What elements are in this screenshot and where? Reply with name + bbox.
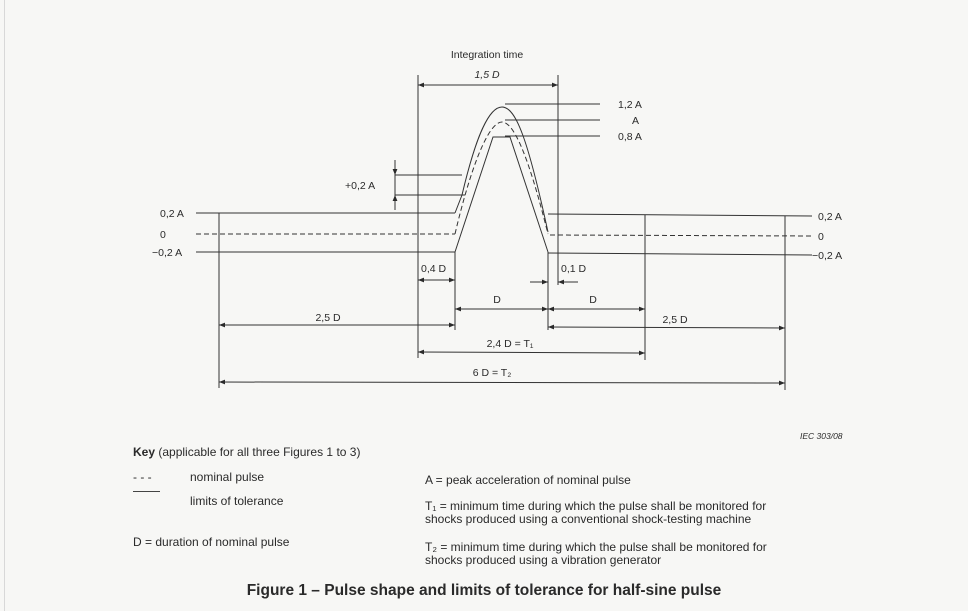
limits-label: limits of tolerance xyxy=(190,494,284,508)
lower-tolerance-right xyxy=(547,252,813,256)
key-title-rest: (applicable for all three Figures 1 to 3… xyxy=(155,445,361,459)
dim-1-5d: 1,5 D xyxy=(474,69,500,81)
dim-d-right: D xyxy=(589,294,597,306)
solid-line-symbol xyxy=(133,491,160,492)
iec-reference: IEC 303/08 xyxy=(800,431,843,441)
plus-0-2a-label: +0,2 A xyxy=(345,180,375,192)
left-zero: 0 xyxy=(160,229,166,241)
right-0-2a: 0,2 A xyxy=(818,211,842,223)
pulse-diagram: Integration time 1,5 D 1,2 A A 0,8 A +0,… xyxy=(152,49,842,390)
level-1-2a: 1,2 A xyxy=(618,99,642,111)
dim-t1: 2,4 D = T₁ xyxy=(487,338,534,350)
dash-symbol: - - - xyxy=(133,470,152,484)
dim-2-5d-left: 2,5 D xyxy=(315,312,341,324)
t2-definition-1: T₂ = minimum time during which the pulse… xyxy=(425,540,767,554)
figure-caption: Figure 1 – Pulse shape and limits of tol… xyxy=(246,582,722,599)
upper-limit-curve xyxy=(454,106,549,233)
t1-definition-1: T₁ = minimum time during which the pulse… xyxy=(425,499,767,513)
t2-definition-2: shocks produced using a vibration genera… xyxy=(425,553,662,567)
left-0-2a: 0,2 A xyxy=(160,208,184,220)
lower-limit-curve xyxy=(454,136,549,253)
dim-2-5d-right: 2,5 D xyxy=(662,314,688,326)
right-zero: 0 xyxy=(818,231,824,243)
level-a: A xyxy=(632,115,639,127)
upper-tolerance-right xyxy=(547,213,813,217)
d-definition: D = duration of nominal pulse xyxy=(133,535,290,549)
level-0-8a: 0,8 A xyxy=(618,131,642,143)
t1-definition-2: shocks produced using a conventional sho… xyxy=(425,512,752,526)
a-definition: A = peak acceleration of nominal pulse xyxy=(425,473,631,487)
integration-time-label: Integration time xyxy=(451,49,524,61)
dim-t2: 6 D = T₂ xyxy=(473,367,512,379)
left-minus-0-2a: −0,2 A xyxy=(152,247,182,259)
key-title-bold: Key xyxy=(133,445,156,459)
dim-d-left: D xyxy=(493,294,501,306)
nominal-pulse-curve xyxy=(454,121,549,235)
nominal-pulse-label: nominal pulse xyxy=(190,470,265,484)
key-title: Key (applicable for all three Figures 1 … xyxy=(133,446,360,459)
right-minus-0-2a: −0,2 A xyxy=(812,250,842,262)
page-edge xyxy=(4,0,5,611)
dim-0-1d: 0,1 D xyxy=(561,263,587,275)
dim-0-4d: 0,4 D xyxy=(421,263,447,275)
nominal-zero-right xyxy=(549,234,813,237)
